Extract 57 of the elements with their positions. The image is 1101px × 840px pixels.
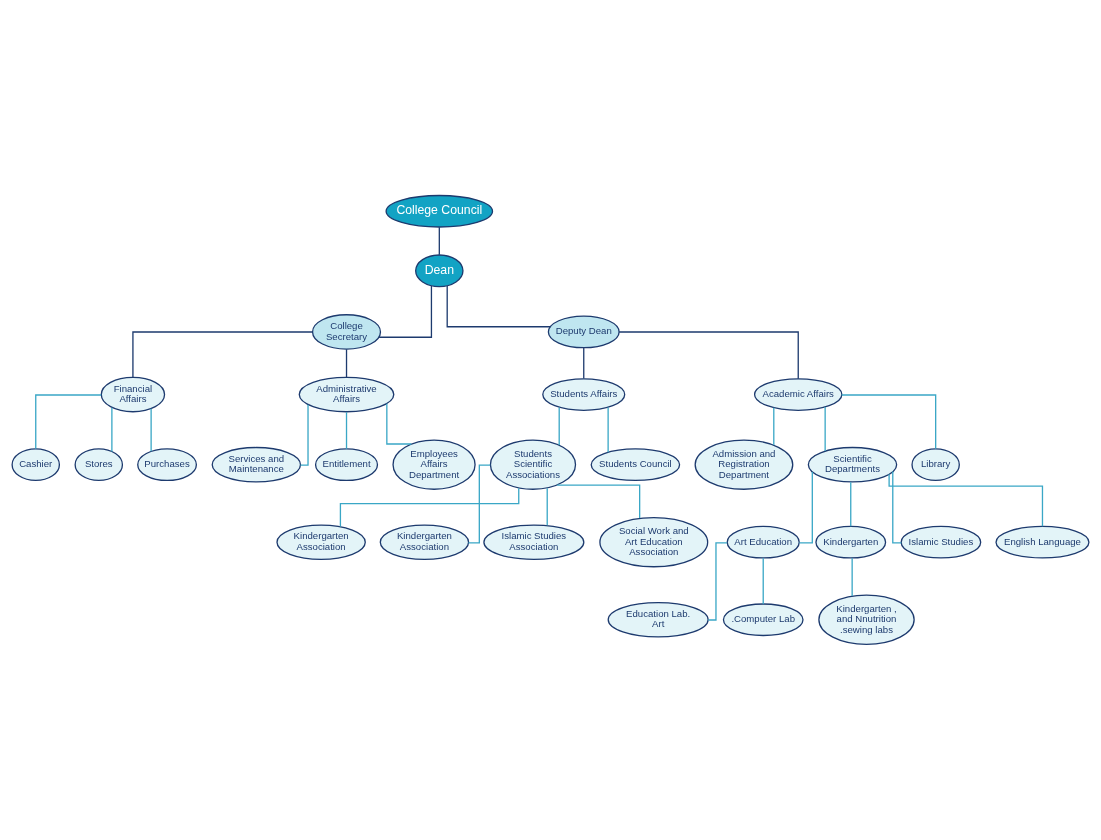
connector (378, 285, 433, 338)
connector (892, 470, 902, 544)
connector (824, 406, 826, 452)
connector (556, 484, 641, 519)
node-ellipse: Students Council (590, 448, 681, 482)
connector (111, 407, 113, 453)
connector (888, 473, 1044, 527)
node-ellipse: Library (911, 448, 960, 482)
node-ellipse: Kindergarten Association (379, 524, 470, 560)
connector (386, 403, 412, 445)
node-ellipse: Stores (74, 448, 124, 482)
node-ellipse: Kindergarten Association (276, 524, 366, 560)
connector (546, 487, 548, 526)
connector (35, 394, 102, 450)
connector (707, 542, 728, 621)
node-ellipse: Academic Affairs (753, 378, 843, 411)
connector (345, 348, 348, 378)
node-ellipse: Students Scientific Associations (489, 439, 577, 490)
node-ellipse: Deputy Dean (547, 315, 620, 349)
connector (150, 408, 152, 452)
node-ellipse: Dean (415, 254, 464, 288)
node-ellipse: Employees Affairs Department (392, 439, 476, 490)
node-ellipse: Entitlement (314, 448, 379, 482)
connector (841, 394, 937, 450)
connector (851, 557, 853, 597)
node-ellipse: Administrative Affairs (298, 376, 395, 413)
node-ellipse: Services and Maintenance (211, 446, 302, 483)
node-ellipse: Students Affairs (542, 378, 626, 411)
connector (467, 464, 491, 544)
node-ellipse: College Secretary (311, 314, 382, 350)
node-ellipse: .Computer Lab (722, 603, 804, 637)
node-ellipse: Scientific Departments (807, 446, 898, 483)
connector (438, 226, 440, 256)
connector (558, 406, 560, 446)
node-ellipse: Financial Affairs (100, 376, 166, 413)
connector (773, 407, 775, 446)
connector (446, 285, 551, 328)
connector (583, 347, 585, 380)
connector (132, 331, 314, 378)
node-ellipse: College Council (385, 194, 494, 228)
node-ellipse: Islamic Studies Association (483, 524, 585, 560)
node-ellipse: Islamic Studies (900, 525, 982, 559)
connector (762, 557, 764, 605)
node-ellipse: Kindergarten (815, 525, 887, 559)
node-ellipse: Admission and Registration Department (694, 439, 794, 490)
connector (607, 406, 609, 453)
node-ellipse: Social Work and Art Education Association (599, 516, 709, 568)
connector (618, 331, 799, 380)
connector (299, 404, 309, 466)
node-ellipse: Education Lab. Art (607, 601, 709, 638)
node-ellipse: Art Education (726, 525, 800, 559)
connector (850, 481, 852, 527)
node-ellipse: English Language (995, 525, 1090, 559)
node-ellipse: Purchases (137, 448, 198, 482)
connector (345, 411, 348, 450)
node-ellipse: Kindergarten , and Nnutrition .sewing labs (818, 594, 915, 645)
node-ellipse: Cashier (11, 448, 61, 482)
